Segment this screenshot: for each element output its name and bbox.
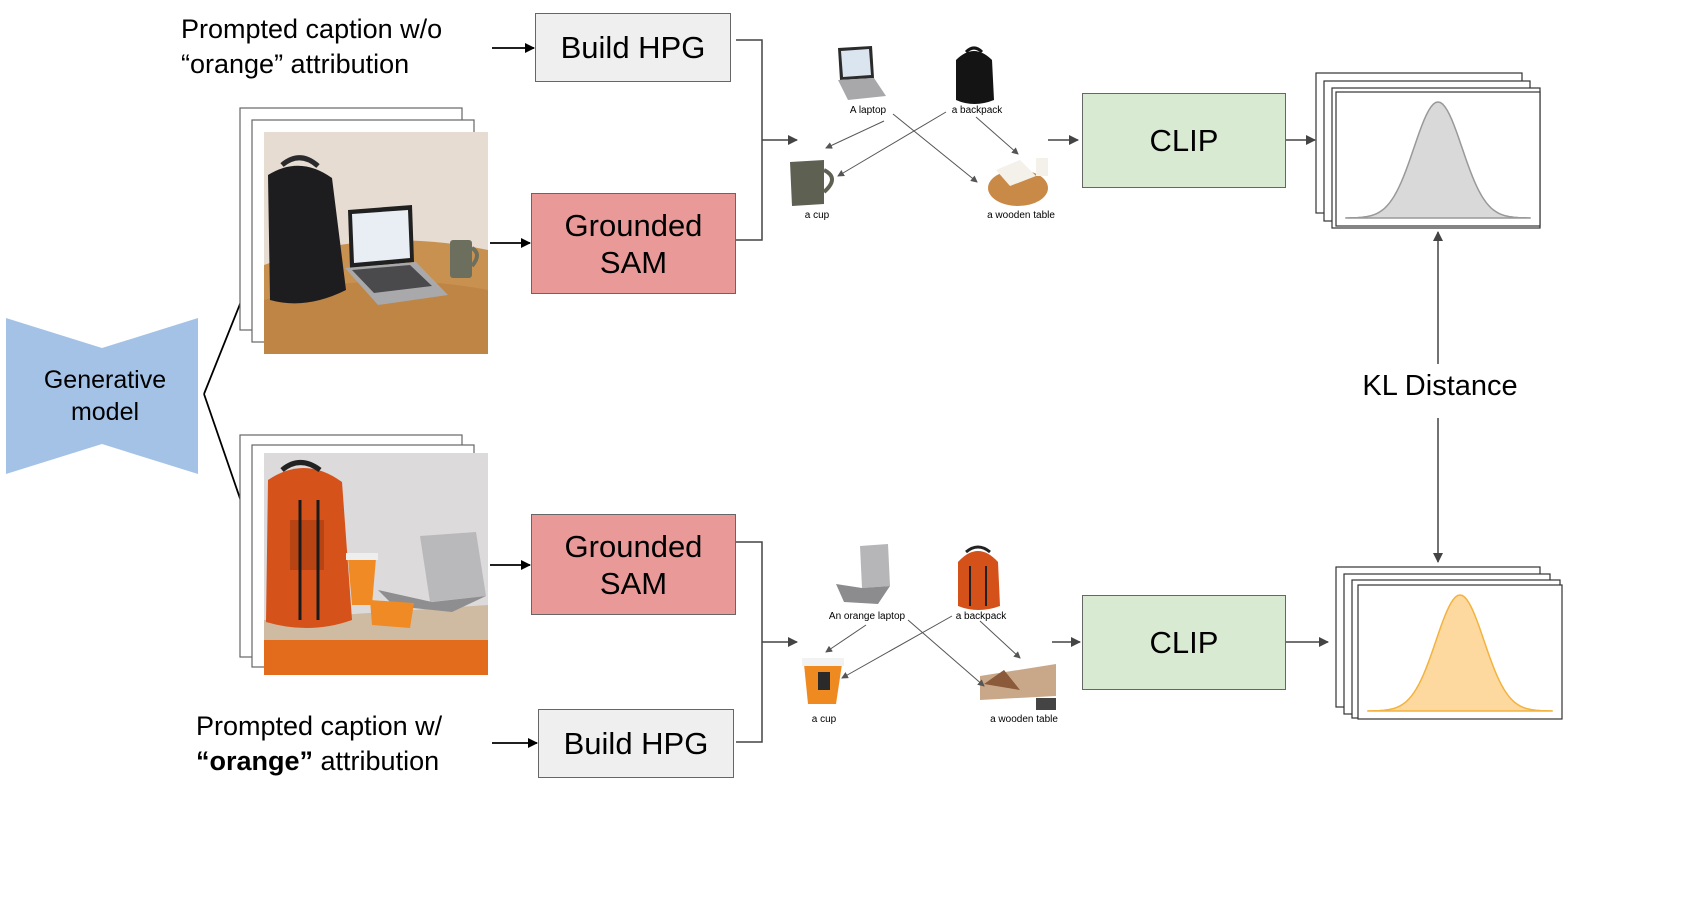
bottom-grounded-sam-line1: Grounded bbox=[564, 528, 703, 564]
top-caption-line1: Prompted caption w/o bbox=[181, 14, 443, 44]
top-table-thumb bbox=[988, 158, 1048, 206]
generative-model-label: Generative model bbox=[20, 364, 190, 428]
top-distribution-stack bbox=[1315, 72, 1541, 229]
bottom-grounded-sam-line2: SAM bbox=[599, 565, 668, 601]
bottom-caption: Prompted caption w/ “orange” attribution bbox=[196, 709, 442, 779]
bottom-distribution-stack bbox=[1335, 566, 1563, 720]
top-object-label-laptop: A laptop bbox=[849, 105, 887, 116]
bottom-clip-label: CLIP bbox=[1149, 624, 1219, 660]
top-image-stack bbox=[239, 107, 488, 354]
bottom-scene-graph bbox=[802, 544, 1056, 710]
bottom-build-hpg-label: Build HPG bbox=[563, 725, 709, 761]
top-object-label-backpack: a backpack bbox=[951, 105, 1003, 116]
bottom-grounded-sam-box: Grounded SAM bbox=[531, 514, 736, 615]
generative-model-line2: model bbox=[70, 398, 140, 426]
kl-distance-label: KL Distance bbox=[1350, 370, 1530, 403]
top-generated-image bbox=[264, 132, 488, 354]
top-grounded-sam-line1: Grounded bbox=[564, 207, 703, 243]
bottom-backpack-thumb bbox=[958, 545, 1000, 610]
top-caption-line2: “orange” attribution bbox=[181, 49, 410, 79]
top-cup-thumb bbox=[790, 160, 834, 206]
top-caption: Prompted caption w/o “orange” attributio… bbox=[181, 12, 442, 82]
top-grounded-sam-line2: SAM bbox=[599, 244, 668, 280]
bottom-object-label-cup: a cup bbox=[811, 714, 837, 725]
bottom-distribution-curve bbox=[1367, 594, 1553, 712]
bottom-object-label-laptop: An orange laptop bbox=[828, 611, 906, 622]
top-object-label-table: a wooden table bbox=[987, 210, 1055, 221]
bottom-cup-thumb bbox=[802, 658, 844, 704]
bottom-caption-line2: “orange” attribution bbox=[196, 744, 442, 779]
top-build-hpg-box: Build HPG bbox=[535, 13, 731, 82]
bottom-caption-bold: “orange” bbox=[196, 746, 314, 776]
top-scene-graph bbox=[790, 46, 1048, 206]
bottom-build-hpg-box: Build HPG bbox=[538, 709, 734, 778]
bottom-object-label-backpack: a backpack bbox=[955, 611, 1007, 622]
bottom-generated-image bbox=[264, 453, 488, 675]
bottom-caption-rest: attribution bbox=[313, 746, 440, 776]
top-laptop-thumb bbox=[838, 46, 886, 100]
bottom-object-label-table: a wooden table bbox=[990, 714, 1058, 725]
bottom-image-stack bbox=[239, 434, 488, 675]
bottom-laptop-thumb bbox=[836, 544, 890, 604]
generative-model-shape bbox=[6, 318, 198, 474]
top-distribution-curve bbox=[1345, 101, 1531, 219]
top-backpack-thumb bbox=[956, 46, 994, 104]
top-grounded-sam-box: Grounded SAM bbox=[531, 193, 736, 294]
bottom-clip-box: CLIP bbox=[1082, 595, 1286, 690]
top-object-label-cup: a cup bbox=[804, 210, 830, 221]
bottom-caption-line1: Prompted caption w/ bbox=[196, 711, 443, 741]
top-clip-label: CLIP bbox=[1149, 122, 1219, 158]
generative-model-line1: Generative bbox=[43, 366, 167, 394]
top-clip-box: CLIP bbox=[1082, 93, 1286, 188]
top-build-hpg-label: Build HPG bbox=[560, 29, 706, 65]
bottom-table-thumb bbox=[980, 664, 1056, 710]
